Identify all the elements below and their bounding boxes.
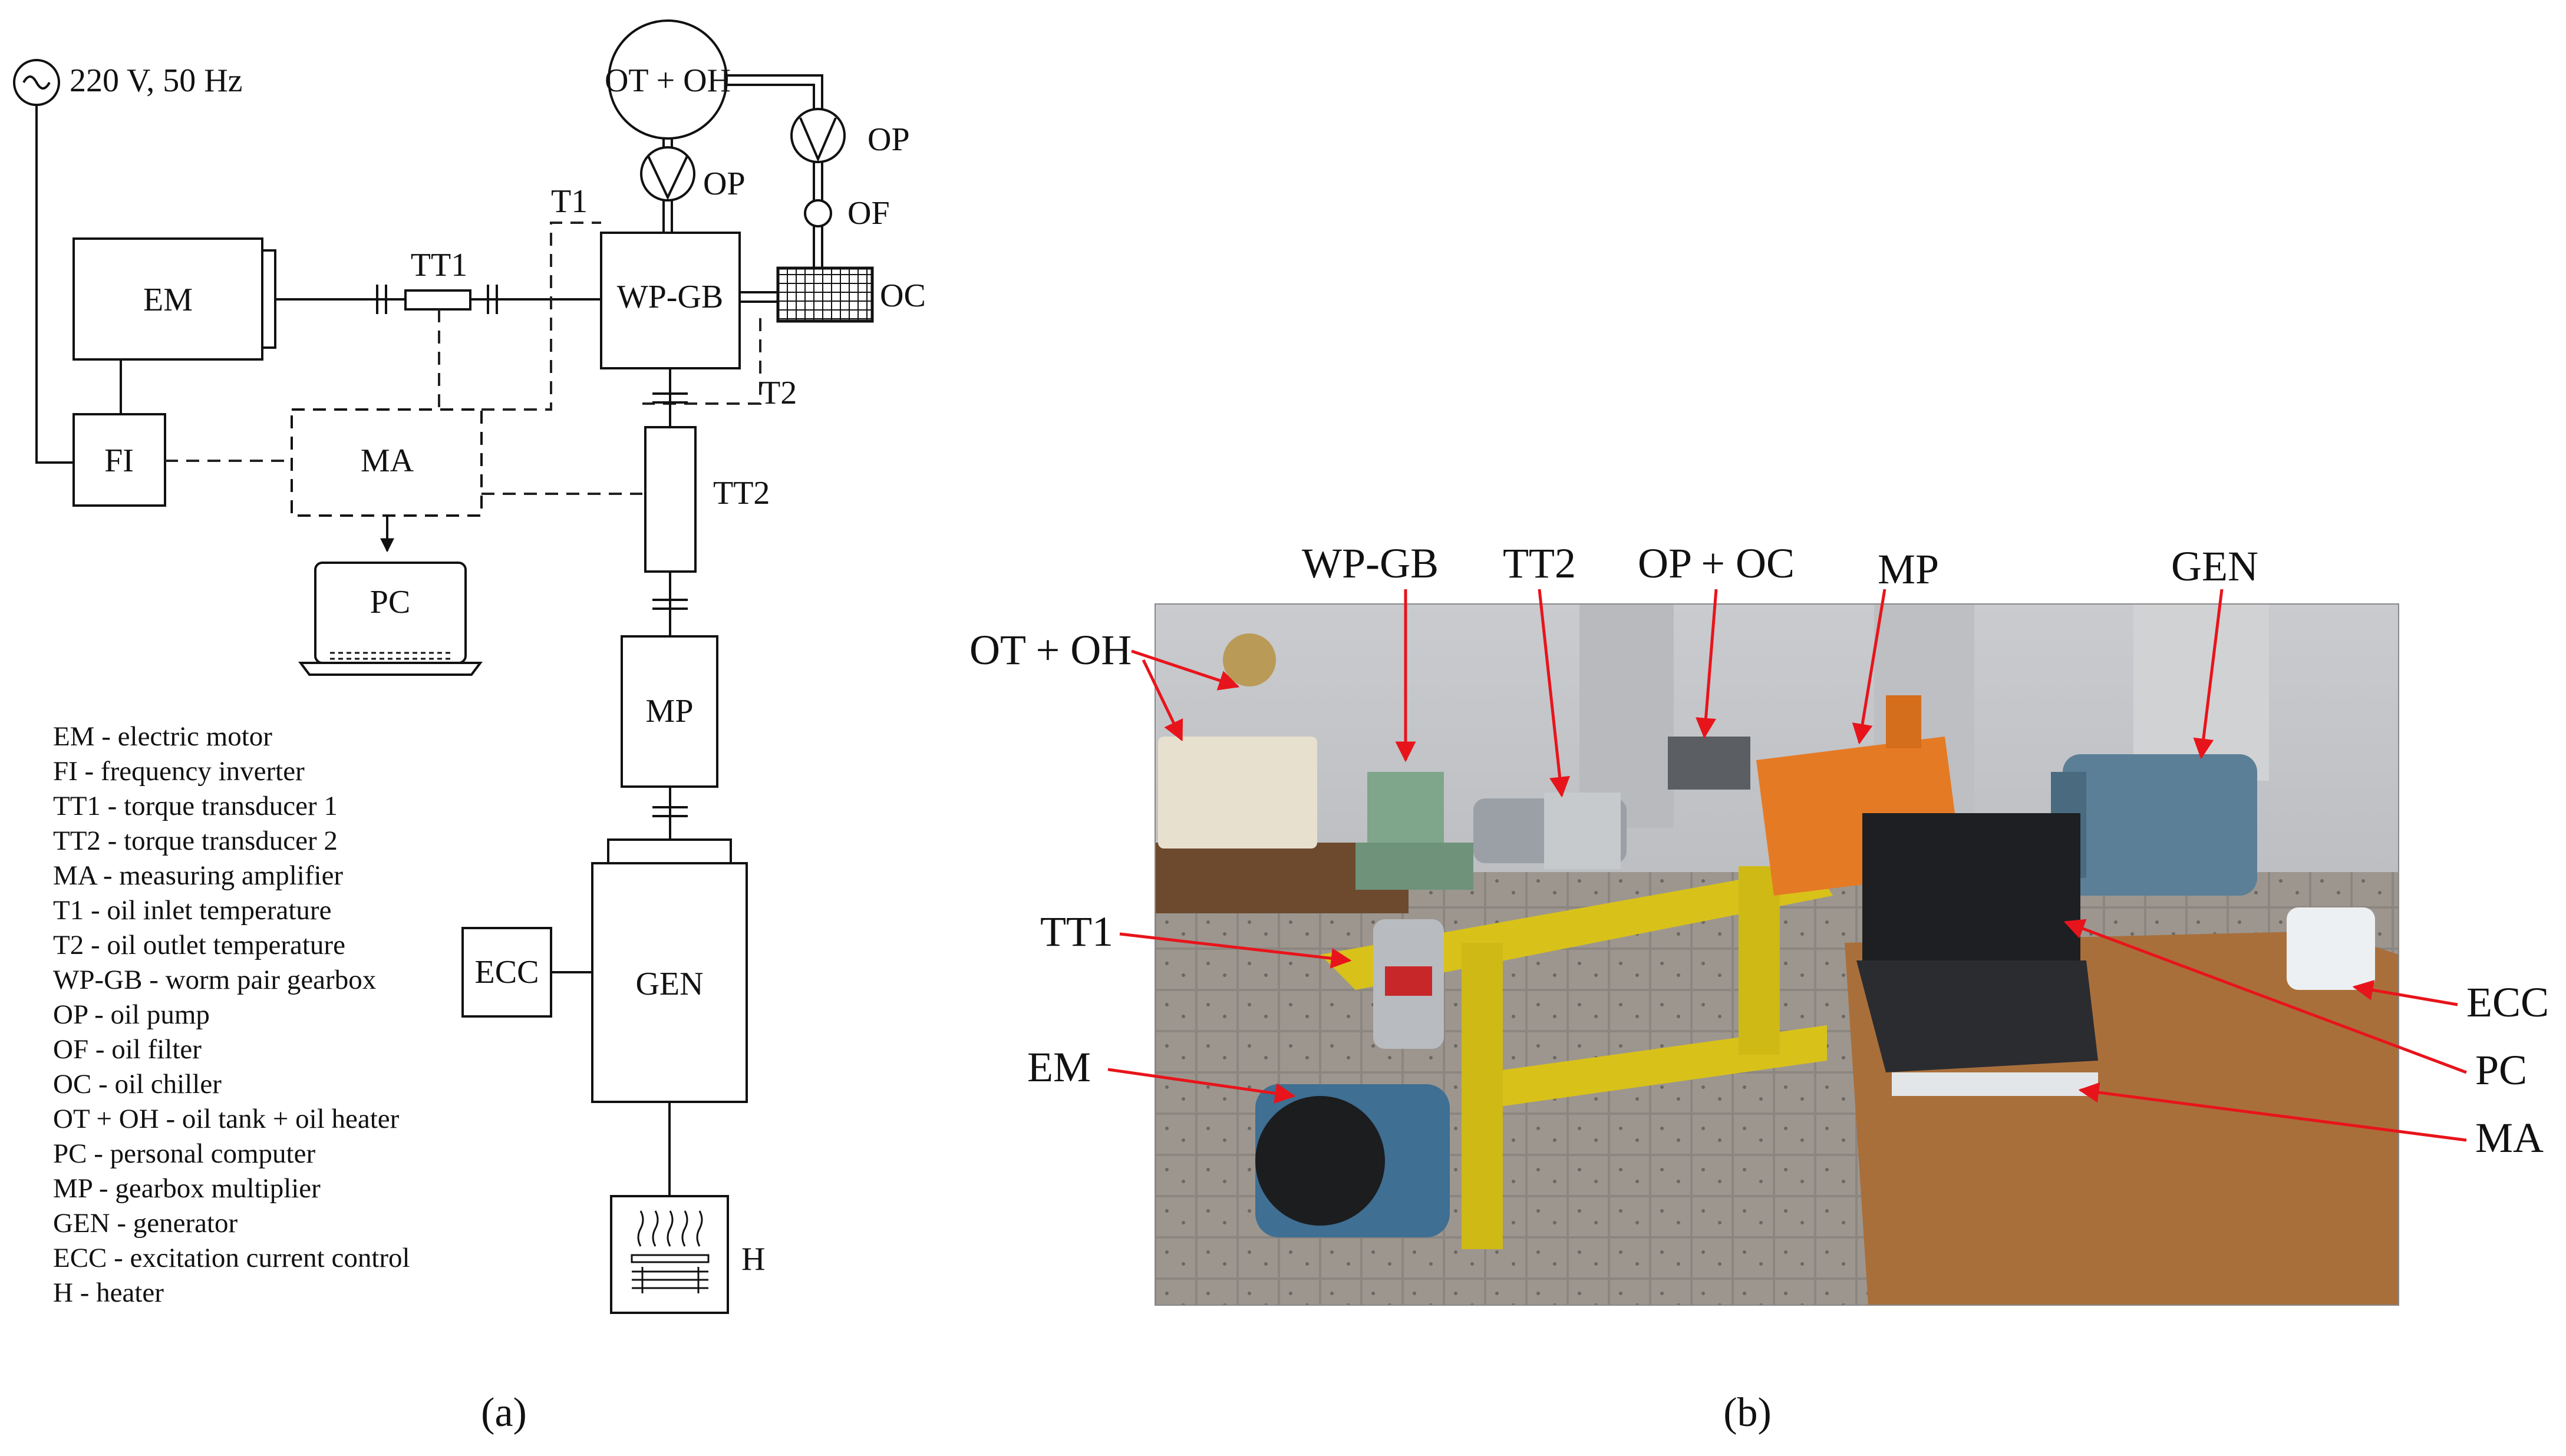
test-rig-photo-panel: WP-GB TT2 OP + OC MP GEN OT + OH TT1 EM … <box>969 540 2549 1435</box>
pc-laptop-icon <box>298 562 483 676</box>
legend-item: MP - gearbox multiplier <box>53 1173 321 1204</box>
tt2-box <box>644 426 697 573</box>
test-rig-photo <box>1155 603 2399 1306</box>
of-label: OF <box>847 195 890 232</box>
legend-item: EM - electric motor <box>53 721 272 752</box>
op-label-mid: OP <box>703 166 746 202</box>
legend-item: ECC - excitation current control <box>53 1243 410 1273</box>
ma-label: MA <box>361 443 414 479</box>
legend-item: OF - oil filter <box>53 1034 202 1065</box>
legend-item: GEN - generator <box>53 1208 238 1239</box>
legend-item: OP - oil pump <box>53 999 210 1030</box>
ecc-label: ECC <box>475 954 539 991</box>
ot-oh-tank <box>608 19 728 140</box>
photo-label-opoc: OP + OC <box>1638 540 1795 587</box>
oil-pump-symbol <box>640 146 695 202</box>
photo-label-ma: MA <box>2475 1114 2544 1161</box>
t1-label: T1 <box>551 183 588 220</box>
legend-item: TT2 - torque transducer 2 <box>53 826 338 856</box>
legend-item: H - heater <box>53 1277 164 1308</box>
oc-label: OC <box>880 278 926 314</box>
oil-filter-symbol <box>804 199 832 227</box>
legend-item: MA - measuring amplifier <box>53 860 343 891</box>
ot-oh-label: OT + OH <box>605 62 731 99</box>
photo-label-mp: MP <box>1878 546 1939 593</box>
legend-item: OT + OH - oil tank + oil heater <box>53 1104 400 1134</box>
caption-b: (b) <box>1723 1390 1772 1435</box>
wpgb-label: WP-GB <box>617 279 723 315</box>
ecc-box <box>461 927 552 1018</box>
legend-item: PC - personal computer <box>53 1138 315 1169</box>
photo-label-tt2: TT2 <box>1503 540 1576 587</box>
legend-item: T2 - oil outlet temperature <box>53 930 345 960</box>
schematic-panel: 220 V, 50 Hz EM FI TT1 MA <box>13 19 926 1435</box>
legend-item: T1 - oil inlet temperature <box>53 895 331 926</box>
oil-pump-symbol-2 <box>790 108 846 163</box>
mp-label: MP <box>646 693 694 729</box>
t2-label: T2 <box>760 375 797 411</box>
legend: EM - electric motor FI - frequency inver… <box>53 721 410 1308</box>
photo-label-ecc: ECC <box>2466 979 2549 1026</box>
legend-item: FI - frequency inverter <box>53 756 305 787</box>
photo-label-pc: PC <box>2475 1046 2527 1094</box>
photo-label-em: EM <box>1027 1044 1091 1091</box>
photo-label-tt1: TT1 <box>1040 908 1113 955</box>
tt1-label: TT1 <box>411 247 467 283</box>
em-label: EM <box>143 282 193 318</box>
caption-a: (a) <box>481 1390 527 1435</box>
supply-line <box>35 105 74 464</box>
pc-label: PC <box>370 584 411 620</box>
ac-supply-symbol <box>13 59 60 106</box>
em-box <box>72 237 263 361</box>
mp-box <box>621 635 718 788</box>
tt2-label: TT2 <box>713 475 770 511</box>
h-label: H <box>741 1241 765 1277</box>
legend-item: OC - oil chiller <box>53 1069 222 1100</box>
gen-box <box>591 862 748 1103</box>
gen-label: GEN <box>635 966 703 1002</box>
legend-item: TT1 - torque transducer 1 <box>53 791 338 821</box>
op-label-top: OP <box>868 121 910 158</box>
wpgb-box <box>600 232 741 369</box>
photo-label-otoh: OT + OH <box>969 626 1132 673</box>
photo-arrows <box>1107 589 2467 1142</box>
heater-icon <box>631 1210 710 1293</box>
fi-box <box>72 413 166 507</box>
tt1-box <box>404 289 471 311</box>
photo-label-gen: GEN <box>2171 543 2258 590</box>
legend-item: WP-GB - worm pair gearbox <box>53 965 376 995</box>
oil-chiller-symbol <box>776 266 874 323</box>
photo-label-wpgb: WP-GB <box>1302 540 1439 587</box>
fi-label: FI <box>104 443 134 479</box>
supply-label: 220 V, 50 Hz <box>70 62 243 99</box>
